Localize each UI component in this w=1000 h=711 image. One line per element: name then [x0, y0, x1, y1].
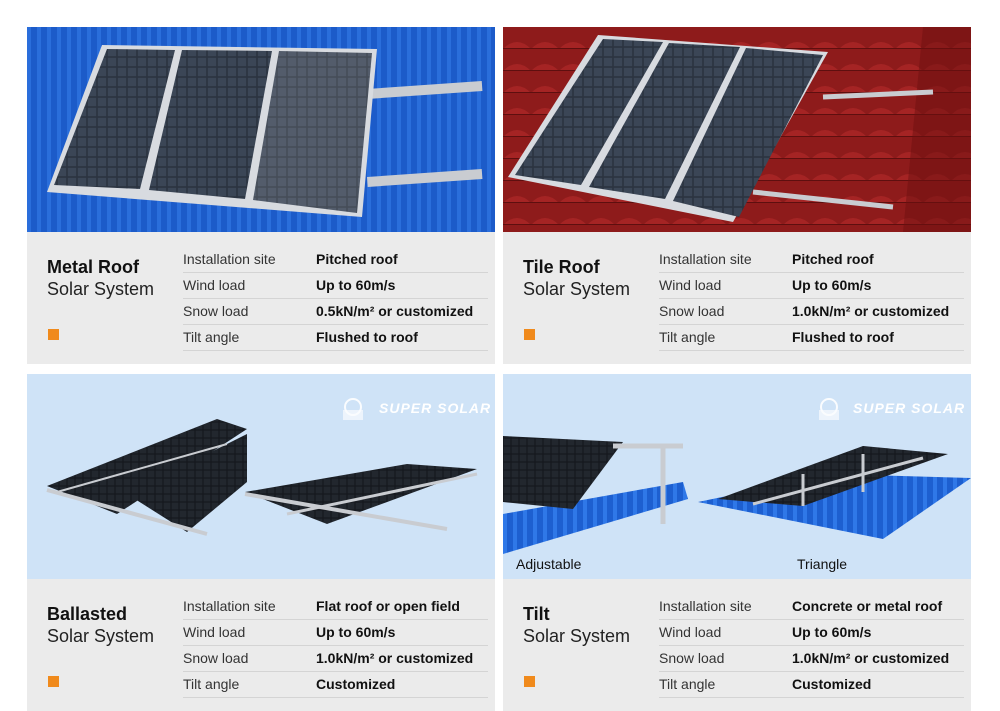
watermark: SUPER SOLAR: [379, 400, 492, 416]
spec-value: Flushed to roof: [792, 329, 894, 345]
spec-row: Installation site Concrete or metal roof: [659, 594, 964, 620]
spec-table: Installation site Flat roof or open field…: [183, 594, 488, 698]
spec-row: Installation site Flat roof or open field: [183, 594, 488, 620]
card-title: Metal Roof: [47, 257, 139, 277]
spec-label: Installation site: [183, 251, 276, 267]
spec-label: Tilt angle: [183, 329, 240, 345]
spec-row: Tilt angle Customized: [659, 672, 964, 698]
spec-value: 1.0kN/m² or customized: [792, 650, 950, 666]
sun-logo-icon: [819, 398, 839, 420]
spec-row: Snow load 1.0kN/m² or customized: [183, 646, 488, 672]
orange-square-icon: [524, 329, 535, 340]
tile-roof-image: [503, 27, 971, 232]
spec-row: Snow load 1.0kN/m² or customized: [659, 299, 964, 325]
spec-table: Installation site Pitched roof Wind load U…: [183, 247, 488, 351]
spec-row: Wind load Up to 60m/s: [659, 273, 964, 299]
spec-label: Installation site: [183, 598, 276, 614]
watermark: SUPER SOLAR: [853, 400, 966, 416]
spec-panel: Ballasted Solar System Installation site…: [27, 579, 495, 711]
spec-value: Up to 60m/s: [792, 277, 872, 293]
card-subtitle: Solar System: [523, 626, 631, 646]
sun-logo-icon: [343, 398, 363, 420]
spec-row: Tilt angle Flushed to roof: [659, 325, 964, 351]
spec-row: Installation site Pitched roof: [183, 247, 488, 273]
spec-label: Snow load: [659, 650, 725, 666]
spec-label: Tilt angle: [659, 676, 716, 692]
spec-value: Up to 60m/s: [316, 277, 396, 293]
spec-row: Wind load Up to 60m/s: [183, 273, 488, 299]
caption-adjustable: Adjustable: [516, 556, 582, 572]
spec-label: Snow load: [659, 303, 725, 319]
orange-square-icon: [48, 676, 59, 687]
spec-label: Installation site: [659, 598, 752, 614]
spec-panel: Tile Roof Solar System Installation site…: [503, 232, 971, 364]
card-subtitle: Solar System: [523, 279, 631, 299]
spec-value: Pitched roof: [792, 251, 874, 267]
spec-row: Installation site Pitched roof: [659, 247, 964, 273]
spec-value: Up to 60m/s: [316, 624, 396, 640]
spec-value: Pitched roof: [316, 251, 398, 267]
spec-panel: Tilt Solar System Installation site Concr…: [503, 579, 971, 711]
spec-value: 1.0kN/m² or customized: [316, 650, 474, 666]
spec-label: Snow load: [183, 303, 249, 319]
card-title: Ballasted: [47, 604, 128, 624]
spec-value: Customized: [792, 676, 872, 692]
spec-value: Flushed to roof: [316, 329, 418, 345]
spec-value: Up to 60m/s: [792, 624, 872, 640]
card-title: Tilt: [523, 604, 550, 624]
metal-roof-image: [27, 27, 495, 232]
spec-value: 1.0kN/m² or customized: [792, 303, 950, 319]
ballasted-image: SUPER SOLAR: [27, 374, 495, 579]
orange-square-icon: [48, 329, 59, 340]
card-subtitle: Solar System: [47, 279, 155, 299]
product-card-ballasted: SUPER SOLAR Ballasted Solar System Insta…: [27, 374, 495, 711]
spec-value: 0.5kN/m² or customized: [316, 303, 474, 319]
spec-row: Snow load 0.5kN/m² or customized: [183, 299, 488, 325]
spec-label: Wind load: [183, 277, 246, 293]
spec-table: Installation site Pitched roof Wind load U…: [659, 247, 964, 351]
spec-panel: Metal Roof Solar System Installation sit…: [27, 232, 495, 364]
product-card-metal-roof: Metal Roof Solar System Installation sit…: [27, 27, 495, 364]
orange-square-icon: [524, 676, 535, 687]
spec-label: Installation site: [659, 251, 752, 267]
tilt-image: SUPER SOLAR Adjustable Triangle: [503, 374, 971, 579]
product-card-tilt: SUPER SOLAR Adjustable Triangle Tilt Sol…: [503, 374, 971, 711]
spec-label: Tilt angle: [183, 676, 240, 692]
spec-row: Snow load 1.0kN/m² or customized: [659, 646, 964, 672]
spec-label: Wind load: [183, 624, 246, 640]
spec-label: Wind load: [659, 277, 722, 293]
spec-label: Wind load: [659, 624, 722, 640]
caption-triangle: Triangle: [797, 556, 848, 572]
spec-row: Wind load Up to 60m/s: [659, 620, 964, 646]
spec-value: Flat roof or open field: [316, 598, 460, 614]
spec-row: Tilt angle Flushed to roof: [183, 325, 488, 351]
spec-row: Wind load Up to 60m/s: [183, 620, 488, 646]
card-title: Tile Roof: [523, 257, 600, 277]
card-subtitle: Solar System: [47, 626, 155, 646]
spec-value: Concrete or metal roof: [792, 598, 943, 614]
spec-label: Snow load: [183, 650, 249, 666]
spec-row: Tilt angle Customized: [183, 672, 488, 698]
spec-label: Tilt angle: [659, 329, 716, 345]
product-card-tile-roof: Tile Roof Solar System Installation site…: [503, 27, 971, 364]
spec-value: Customized: [316, 676, 396, 692]
